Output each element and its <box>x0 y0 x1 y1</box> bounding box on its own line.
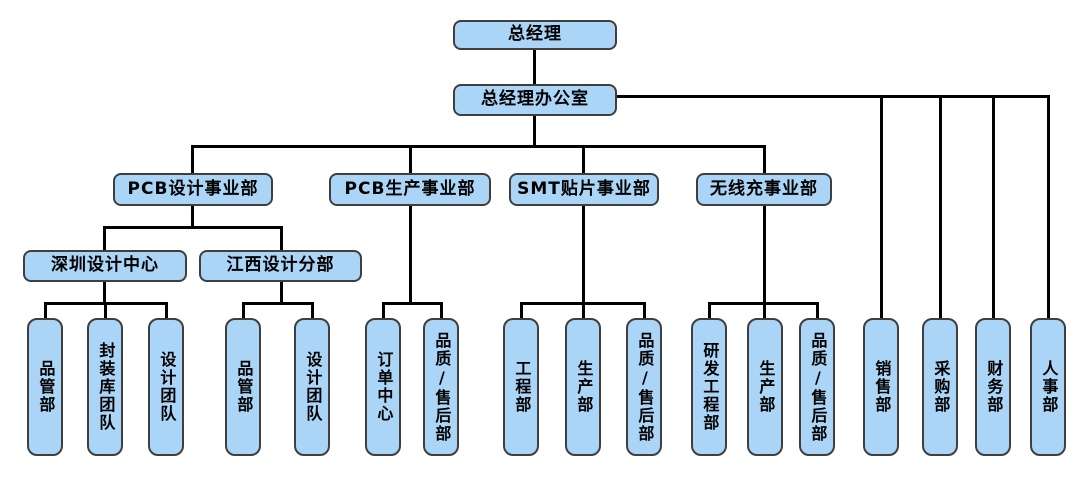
org-node-pinguan-jx: 品管部 <box>225 318 261 456</box>
org-node-smt: SMT贴片事业部 <box>509 173 659 206</box>
org-connector-18 <box>44 302 47 318</box>
org-connector-10 <box>582 145 585 173</box>
org-node-sheji-jx: 设计团队 <box>294 318 330 456</box>
org-connector-30 <box>520 302 646 305</box>
org-node-pcb-design: PCB设计事业部 <box>113 173 273 206</box>
org-connector-21 <box>280 282 283 304</box>
org-node-sheji-sz: 设计团队 <box>148 318 184 456</box>
org-connector-8 <box>191 145 194 173</box>
org-node-pinzhi-pcb: 品质/售后部 <box>423 318 459 456</box>
org-connector-14 <box>103 226 106 250</box>
org-connector-1 <box>617 95 1050 98</box>
org-connector-20 <box>165 302 168 318</box>
org-node-yanfa: 研发工程部 <box>691 318 727 456</box>
org-node-shengchan-wx: 生产部 <box>747 318 783 456</box>
org-node-gongcheng: 工程部 <box>503 318 539 456</box>
org-connector-32 <box>643 302 646 318</box>
org-node-jx-branch: 江西设计分部 <box>199 250 362 282</box>
org-connector-33 <box>763 206 766 318</box>
org-connector-13 <box>103 226 283 229</box>
org-connector-31 <box>520 302 523 318</box>
org-node-xiaoshou: 销售部 <box>863 318 899 456</box>
org-node-gm: 总经理 <box>453 20 617 50</box>
org-node-renshi: 人事部 <box>1030 318 1066 456</box>
org-node-pinzhi-smt: 品质/售后部 <box>626 318 662 456</box>
org-connector-34 <box>708 302 819 305</box>
org-connector-7 <box>191 145 766 148</box>
org-connector-16 <box>103 282 106 304</box>
org-connector-23 <box>242 302 245 318</box>
org-connector-6 <box>533 116 536 147</box>
org-connector-2 <box>880 95 883 318</box>
org-node-caiwu: 财务部 <box>975 318 1011 456</box>
org-connector-4 <box>992 95 995 318</box>
org-connector-36 <box>816 302 819 318</box>
org-node-sz-center: 深圳设计中心 <box>23 250 187 282</box>
org-node-fengzhuangku: 封装库团队 <box>87 318 123 456</box>
org-connector-12 <box>191 206 194 228</box>
org-connector-15 <box>280 226 283 250</box>
org-connector-5 <box>1047 95 1050 318</box>
org-node-pinguan-sz: 品管部 <box>27 318 63 456</box>
org-connector-3 <box>939 95 942 318</box>
org-connector-25 <box>409 206 412 304</box>
org-node-gm-office: 总经理办公室 <box>453 84 617 116</box>
org-node-pinzhi-wx: 品质/售后部 <box>799 318 835 456</box>
org-connector-22 <box>242 302 314 305</box>
org-connector-26 <box>382 302 443 305</box>
org-connector-27 <box>382 302 385 318</box>
org-connector-28 <box>440 302 443 318</box>
org-connector-24 <box>311 302 314 318</box>
org-node-wireless: 无线充事业部 <box>696 173 832 206</box>
org-connector-29 <box>582 206 585 318</box>
org-node-caigou: 采购部 <box>922 318 958 456</box>
org-connector-9 <box>409 145 412 173</box>
org-node-dingdan: 订单中心 <box>365 318 401 456</box>
org-connector-35 <box>708 302 711 318</box>
org-node-pcb-prod: PCB生产事业部 <box>329 173 491 206</box>
org-node-shengchan-smt: 生产部 <box>565 318 601 456</box>
org-connector-19 <box>104 302 107 318</box>
org-connector-11 <box>763 145 766 173</box>
org-connector-0 <box>533 50 536 84</box>
